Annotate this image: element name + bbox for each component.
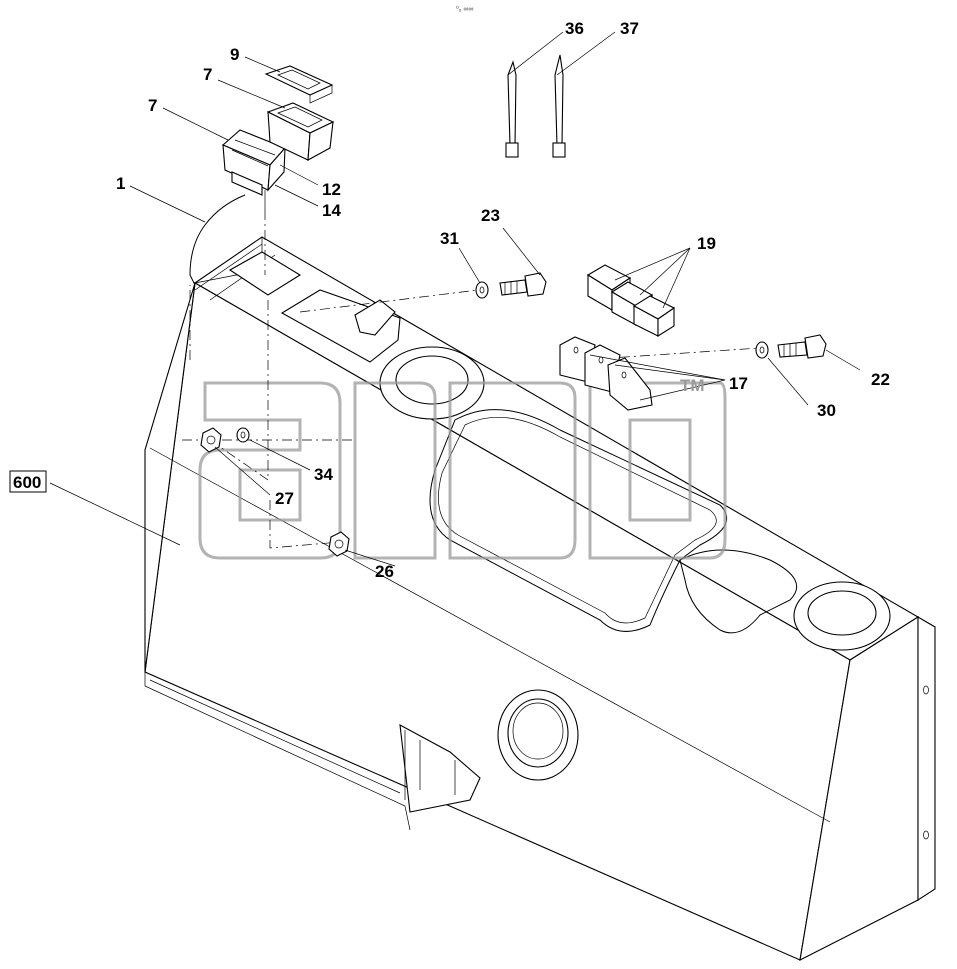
cable-tie-37 [552,54,566,158]
label-26: 26 [375,562,394,581]
label-7-bezel: 7 [203,65,212,84]
label-12: 12 [322,180,341,199]
wire-harness-1 [189,194,246,286]
bolt-22 [777,334,827,359]
label-9: 9 [230,45,239,64]
switch-cover-9 [264,65,334,104]
label-600-box [9,470,47,493]
label-36: 36 [565,19,584,38]
assembly-axes [182,210,761,549]
label-22: 22 [871,370,890,389]
trademark-mark: TM [680,376,705,395]
bolt-23 [499,272,547,297]
leader-lines [49,31,861,567]
washer-30 [755,341,769,359]
tank-body [144,236,936,961]
label-30: 30 [817,401,836,420]
bracket-17 [559,336,653,411]
header-mark: ⁰ₒ ∞∞ [456,5,473,13]
label-37: 37 [620,19,639,38]
label-31: 31 [440,229,459,248]
switch-bezel-7 [266,102,335,161]
label-19: 19 [697,234,716,253]
cable-tie-36 [505,60,519,158]
label-14: 14 [322,201,341,220]
label-1: 1 [116,174,125,193]
spacer-blocks-19 [586,264,676,337]
label-23: 23 [481,206,500,225]
label-27: 27 [275,489,294,508]
label-34: 34 [314,465,333,484]
label-7-switch: 7 [148,96,157,115]
label-600: 600 [13,473,41,492]
washer-34 [236,427,250,443]
part-labels: ⁰ₒ ∞∞ 1 7 7 9 12 14 36 37 23 31 19 TM 17… [9,5,890,581]
washer-31 [475,281,489,299]
label-17: 17 [729,374,748,393]
nut-27 [200,427,222,453]
watermark-logo [198,381,727,560]
